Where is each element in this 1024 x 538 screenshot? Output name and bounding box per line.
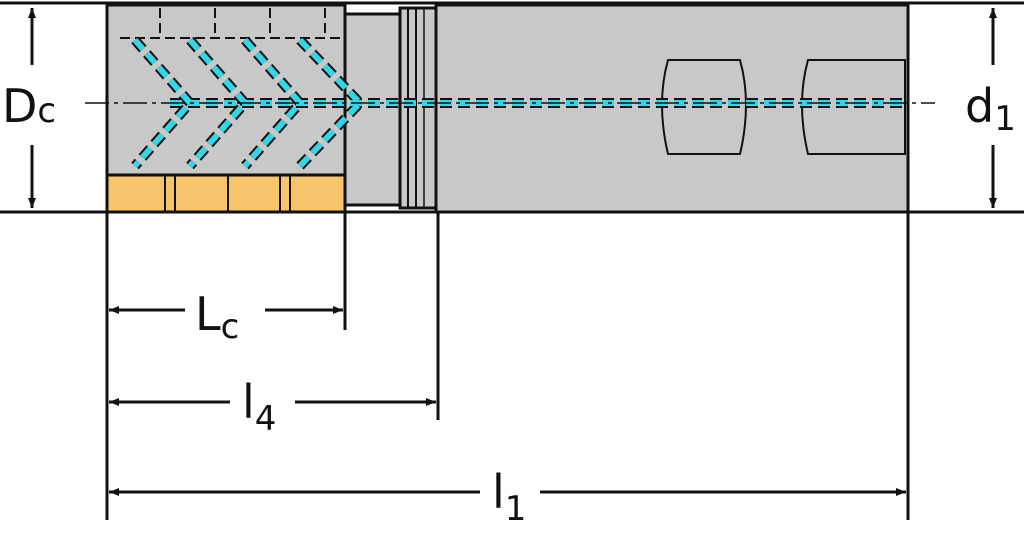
l1-label: l: [492, 465, 505, 519]
tool-body: [105, 3, 910, 214]
d1-subscript: 1: [994, 99, 1016, 139]
l4-subscript: 4: [255, 399, 277, 439]
insert: [105, 173, 347, 214]
l4-label: l: [242, 375, 255, 429]
dc-subscript: c: [37, 91, 56, 131]
svg-text:d1: d1: [965, 79, 1016, 139]
lc-subscript: c: [221, 307, 240, 347]
dimension-lc: Lc: [109, 287, 343, 347]
svg-text:Dc: Dc: [2, 79, 56, 133]
flat-2: [801, 59, 906, 155]
lc-label: L: [195, 287, 221, 341]
dimension-l1: l1: [109, 465, 906, 529]
svg-text:l1: l1: [492, 465, 526, 529]
d1-label: d: [965, 79, 994, 133]
l1-subscript: 1: [505, 489, 527, 529]
dimension-dc: Dc: [2, 8, 56, 208]
extension-lines: [105, 212, 910, 520]
dimension-d1: d1: [965, 8, 1016, 208]
svg-text:l4: l4: [242, 375, 276, 439]
dimension-l4: l4: [109, 375, 436, 439]
svg-text:Lc: Lc: [195, 287, 239, 347]
dc-label: D: [2, 79, 37, 133]
hidden-inserts: [120, 8, 345, 39]
